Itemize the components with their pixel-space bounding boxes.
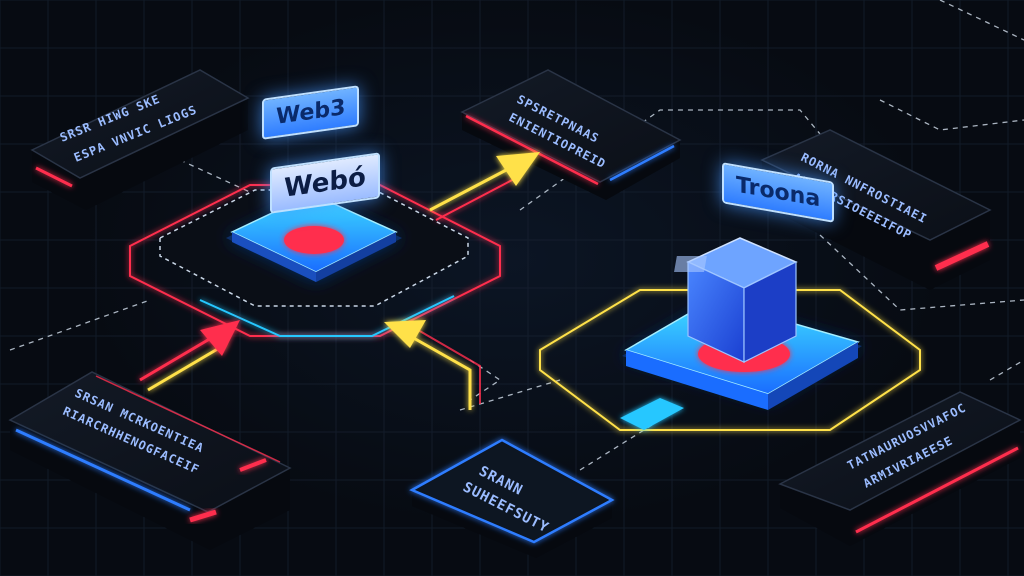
label-web-sub-text: Webó bbox=[284, 162, 366, 204]
troona-node bbox=[539, 237, 921, 431]
panel-left-top: SRSR HIWG SKE ESPA VNVIC LIOGS bbox=[30, 69, 250, 210]
cube-icon bbox=[674, 237, 798, 363]
web3-node bbox=[129, 184, 501, 337]
arrow-yellow-return bbox=[384, 320, 481, 410]
arrow-yellow-to-panel bbox=[429, 152, 540, 221]
label-web3-text: Web3 bbox=[276, 95, 346, 130]
panel-center-top: SPSRETPNAAS ENIENTIOPREID bbox=[460, 69, 682, 200]
arrow-red-to-web3 bbox=[139, 320, 240, 392]
panel-center-bottom: SRANN SUHEEFSUTY bbox=[409, 438, 615, 558]
panel-left-bottom: SRSAN MCRKOENTIEA RIARCRHHENOGFACEIF bbox=[8, 371, 292, 550]
label-troona-text: Troona bbox=[736, 172, 821, 213]
